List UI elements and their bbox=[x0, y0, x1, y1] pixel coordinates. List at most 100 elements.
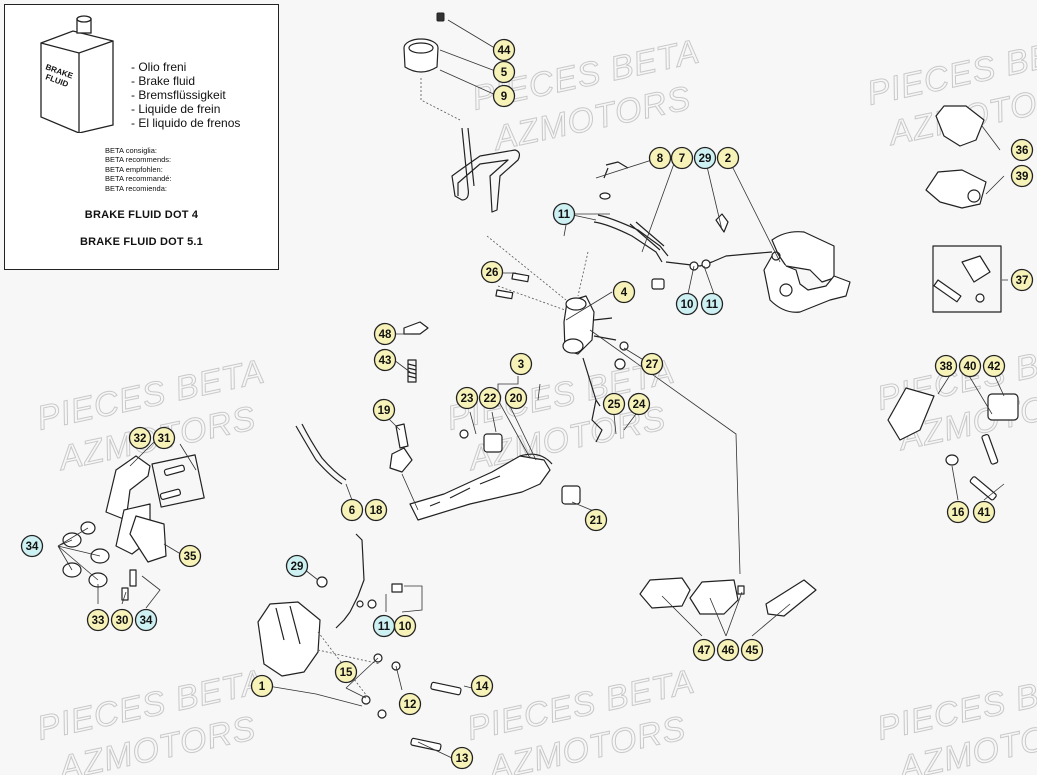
front-caliper-parts bbox=[62, 454, 205, 601]
rear-brake-reservoir bbox=[403, 12, 521, 213]
callout-label: 47 bbox=[698, 645, 711, 657]
callout-2: 2 bbox=[716, 146, 740, 170]
callout-circle bbox=[110, 608, 134, 632]
callout-36: 36 bbox=[1010, 138, 1034, 162]
callout-label: 30 bbox=[116, 615, 129, 627]
fluid-spec-dot4: BRAKE FLUID DOT 4 bbox=[84, 209, 199, 221]
callout-circle bbox=[934, 354, 958, 378]
callout-circle bbox=[450, 746, 474, 770]
callout-circle bbox=[716, 638, 740, 662]
callout-3: 3 bbox=[509, 352, 533, 376]
callout-label: 27 bbox=[646, 359, 659, 371]
callout-label: 4 bbox=[621, 287, 628, 299]
callout-circle bbox=[373, 348, 397, 372]
callout-circle bbox=[20, 534, 44, 558]
springs-and-pins bbox=[389, 321, 429, 473]
rec-it: BETA consiglia: bbox=[105, 146, 157, 155]
lang-fr: - Liquide de frein bbox=[131, 102, 221, 116]
callout-44: 44 bbox=[492, 38, 516, 62]
callout-label: 11 bbox=[706, 299, 719, 311]
callout-circle bbox=[1010, 138, 1034, 162]
callout-circle bbox=[602, 392, 626, 416]
brake-fluid-info-box: BRAKE FLUID - Olio freni - Brake fluid -… bbox=[4, 4, 279, 270]
callout-1: 1 bbox=[250, 674, 274, 698]
callout-label: 43 bbox=[379, 355, 392, 367]
callout-label: 19 bbox=[378, 405, 391, 417]
callout-circle bbox=[670, 146, 694, 170]
callout-41: 41 bbox=[972, 500, 996, 524]
callout-24: 24 bbox=[627, 392, 651, 416]
callout-label: 45 bbox=[746, 645, 759, 657]
lang-es: - El liquido de frenos bbox=[131, 116, 241, 130]
callout-label: 10 bbox=[681, 299, 694, 311]
callout-16: 16 bbox=[946, 500, 970, 524]
callout-label: 7 bbox=[679, 153, 685, 165]
callout-29: 29 bbox=[693, 146, 717, 170]
callout-label: 31 bbox=[158, 433, 171, 445]
callout-10: 10 bbox=[393, 614, 417, 638]
callout-label: 34 bbox=[140, 615, 153, 627]
callout-22: 22 bbox=[478, 386, 502, 410]
callout-circle bbox=[640, 352, 664, 376]
callout-circle bbox=[393, 614, 417, 638]
callout-23: 23 bbox=[455, 386, 479, 410]
callout-label: 42 bbox=[988, 361, 1001, 373]
callout-circle bbox=[372, 398, 396, 422]
callout-5: 5 bbox=[492, 60, 516, 84]
callout-15: 15 bbox=[334, 660, 358, 684]
callout-circle bbox=[478, 386, 502, 410]
fluid-spec-dot51: BRAKE FLUID DOT 5.1 bbox=[80, 236, 203, 248]
callout-circle bbox=[285, 554, 309, 578]
callout-7: 7 bbox=[670, 146, 694, 170]
callout-circle bbox=[134, 608, 158, 632]
callout-31: 31 bbox=[152, 426, 176, 450]
callout-46: 46 bbox=[716, 638, 740, 662]
callout-label: 18 bbox=[370, 505, 383, 517]
callout-label: 14 bbox=[476, 681, 489, 693]
callout-13: 13 bbox=[450, 746, 474, 770]
master-cylinder bbox=[486, 235, 629, 443]
callout-label: 12 bbox=[404, 699, 417, 711]
callout-circle bbox=[492, 60, 516, 84]
callout-38: 38 bbox=[934, 354, 958, 378]
callout-label: 11 bbox=[558, 209, 571, 221]
callout-label: 2 bbox=[725, 153, 731, 165]
callout-42: 42 bbox=[982, 354, 1006, 378]
callout-label: 16 bbox=[952, 507, 965, 519]
callout-circle bbox=[584, 508, 608, 532]
callout-27: 27 bbox=[640, 352, 664, 376]
callout-39: 39 bbox=[1010, 164, 1034, 188]
callout-14: 14 bbox=[470, 674, 494, 698]
callout-43: 43 bbox=[373, 348, 397, 372]
callout-label: 33 bbox=[92, 615, 105, 627]
callout-label: 22 bbox=[484, 393, 497, 405]
callout-label: 48 bbox=[379, 329, 392, 341]
front-caliper bbox=[257, 533, 462, 752]
callout-label: 3 bbox=[518, 359, 524, 371]
lang-en: - Brake fluid bbox=[131, 74, 196, 88]
rec-en: BETA recommends: bbox=[105, 155, 172, 165]
callout-label: 11 bbox=[378, 621, 391, 633]
callout-label: 5 bbox=[501, 67, 508, 79]
beta-recommends-list: BETA consiglia: BETA recommends: BETA em… bbox=[105, 146, 172, 193]
callout-40: 40 bbox=[958, 354, 982, 378]
callout-circle bbox=[972, 500, 996, 524]
callout-label: 44 bbox=[498, 45, 511, 57]
callout-circle bbox=[1010, 268, 1034, 292]
callout-35: 35 bbox=[178, 544, 202, 568]
callout-9: 9 bbox=[492, 84, 516, 108]
callout-circle bbox=[364, 498, 388, 522]
callout-label: 8 bbox=[657, 153, 664, 165]
brake-pad-set bbox=[589, 329, 817, 617]
fluid-language-list: - Olio freni - Brake fluid - Bremsflüssi… bbox=[131, 60, 240, 130]
callout-circle bbox=[480, 260, 504, 284]
callout-label: 34 bbox=[26, 541, 39, 553]
callout-30: 30 bbox=[110, 608, 134, 632]
callout-circle bbox=[675, 292, 699, 316]
callout-label: 9 bbox=[501, 91, 507, 103]
callout-circle bbox=[340, 498, 364, 522]
callout-6: 6 bbox=[340, 498, 364, 522]
callout-label: 29 bbox=[291, 561, 304, 573]
rec-es: BETA recomienda: bbox=[105, 183, 167, 193]
callout-33: 33 bbox=[86, 608, 110, 632]
